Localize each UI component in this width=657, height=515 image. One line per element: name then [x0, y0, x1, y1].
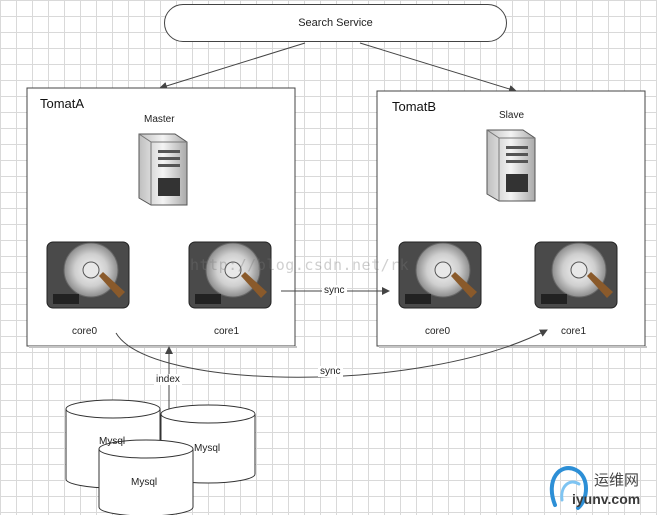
sync-label-bottom: sync [318, 366, 343, 377]
search-service-label: Search Service [298, 17, 373, 29]
tomcat-a-title: TomatA [40, 96, 85, 111]
hard-disk-icon [41, 236, 138, 320]
tomcat-b-core1-label: core1 [561, 326, 587, 337]
mysql-cylinder-icon [98, 439, 194, 515]
watermark-text: http://blog.csdn.net/rk [190, 256, 410, 274]
index-label: index [154, 374, 182, 385]
sync-label-top: sync [322, 285, 347, 296]
logo-domain-text: iyunv.com [572, 491, 641, 507]
logo-icon [549, 466, 588, 510]
slave-label: Slave [499, 110, 525, 121]
arrows-from-search [159, 42, 517, 93]
tomcat-a-core0-label: core0 [72, 326, 98, 337]
hard-disk-icon [393, 236, 490, 320]
search-service-node: Search Service [164, 4, 507, 42]
logo-cn-text: 运维网 [594, 472, 640, 489]
sync-arrow-bottom [115, 329, 548, 378]
hard-disk-icon [183, 236, 280, 320]
hard-disk-icon [529, 236, 626, 320]
master-label: Master [144, 114, 175, 125]
tomcat-b-core0-label: core0 [425, 326, 451, 337]
mysql-label: Mysql [194, 443, 221, 454]
tomcat-b-title: TomatB [392, 99, 437, 114]
tomcat-a-core1-label: core1 [214, 326, 240, 337]
mysql-label: Mysql [131, 477, 158, 488]
mysql-label: Mysql [99, 436, 126, 447]
slave-server-icon [473, 112, 550, 220]
master-server-icon [123, 112, 201, 226]
